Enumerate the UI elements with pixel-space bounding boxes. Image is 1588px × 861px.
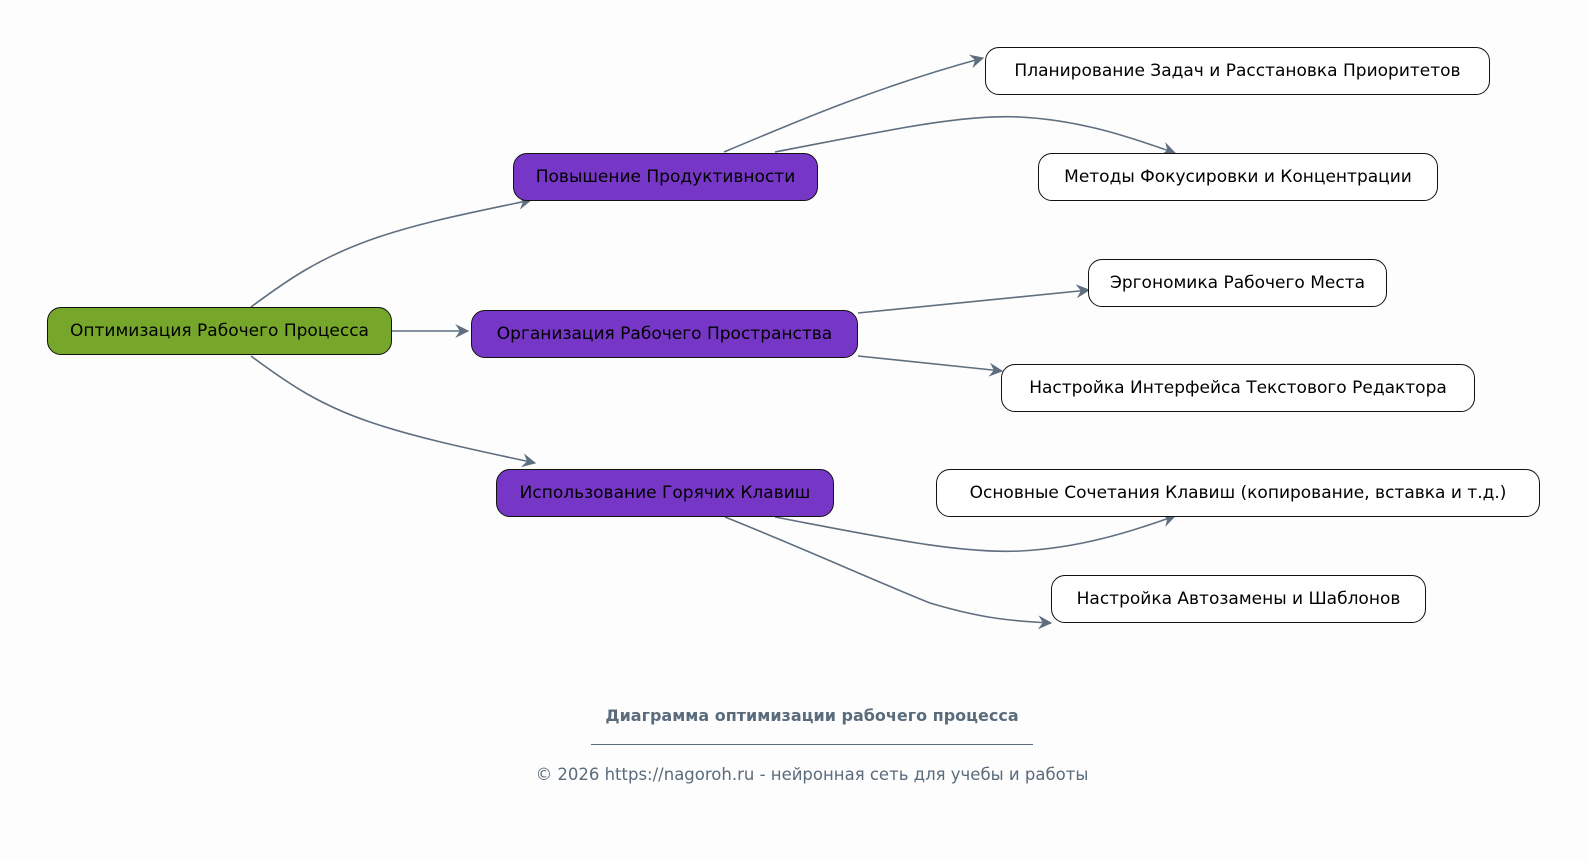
node-focus[interactable]: Методы Фокусировки и Концентрации xyxy=(1038,153,1438,201)
edge-root-hotkeys xyxy=(250,355,537,468)
node-hotkeys-label: Использование Горячих Клавиш xyxy=(519,483,811,503)
edge-hotkeys-shortcuts xyxy=(774,513,1177,553)
edge-hotkeys-autocorrect xyxy=(724,516,1053,630)
node-editor-ui[interactable]: Настройка Интерфейса Текстового Редактор… xyxy=(1001,364,1475,412)
footer-divider xyxy=(591,744,1033,745)
node-focus-label: Методы Фокусировки и Концентрации xyxy=(1064,167,1412,187)
node-shortcuts[interactable]: Основные Сочетания Клавиш (копирование, … xyxy=(936,469,1540,517)
node-ergonomics[interactable]: Эргономика Рабочего Места xyxy=(1088,259,1387,307)
node-shortcuts-label: Основные Сочетания Клавиш (копирование, … xyxy=(969,483,1507,503)
edge-productivity-planning xyxy=(723,54,985,153)
node-workspace[interactable]: Организация Рабочего Пространства xyxy=(471,310,858,358)
node-root-label: Оптимизация Рабочего Процесса xyxy=(70,321,369,341)
edge-workspace-editor xyxy=(857,355,1004,377)
node-productivity[interactable]: Повышение Продуктивности xyxy=(513,153,818,201)
edge-workspace-ergonomics xyxy=(857,284,1091,314)
node-planning[interactable]: Планирование Задач и Расстановка Приорит… xyxy=(985,47,1490,95)
diagram-caption: Диаграмма оптимизации рабочего процесса xyxy=(605,706,1019,725)
node-ergonomics-label: Эргономика Рабочего Места xyxy=(1109,273,1366,293)
node-productivity-label: Повышение Продуктивности xyxy=(535,167,796,187)
node-planning-label: Планирование Задач и Расстановка Приорит… xyxy=(1014,61,1461,81)
node-root[interactable]: Оптимизация Рабочего Процесса xyxy=(47,307,392,355)
node-editor-ui-label: Настройка Интерфейса Текстового Редактор… xyxy=(1029,378,1447,398)
node-hotkeys[interactable]: Использование Горячих Клавиш xyxy=(496,469,834,517)
node-workspace-label: Организация Рабочего Пространства xyxy=(496,324,833,344)
node-autocorrect[interactable]: Настройка Автозамены и Шаблонов xyxy=(1051,575,1426,623)
edge-productivity-focus xyxy=(774,115,1177,156)
copyright-text: © 2026 https://nagoroh.ru - нейронная се… xyxy=(535,765,1089,784)
node-autocorrect-label: Настройка Автозамены и Шаблонов xyxy=(1076,589,1401,609)
edge-root-productivity xyxy=(250,195,533,308)
